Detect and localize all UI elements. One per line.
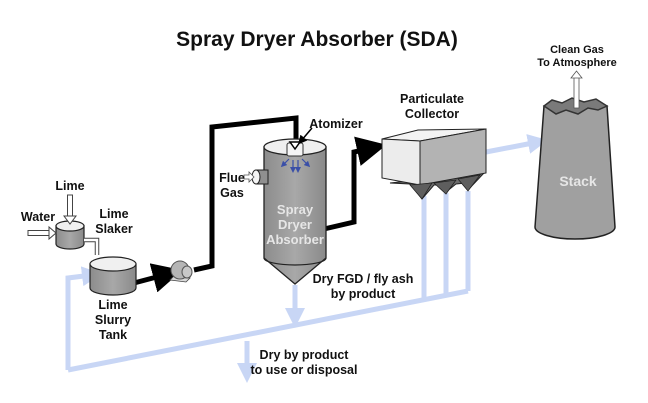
spray-arrows [280,158,311,173]
lime-label: Lime [55,179,84,193]
water-label: Water [21,210,55,224]
flue-gas-label-2: Gas [220,186,244,200]
recycle-lines [65,134,548,383]
dry-fgd-label-2: by product [331,287,396,301]
slurry-pump[interactable] [169,260,193,283]
lime-slaker-label-1: Lime [99,207,128,221]
sda-label-2: Dryer [278,217,312,232]
atomizer-label: Atomizer [309,117,363,131]
diagram-title: Spray Dryer Absorber (SDA) [176,28,458,51]
dry-by-product-label-1: Dry by product [260,348,350,362]
lime-input-arrow [63,194,77,225]
clean-gas-arrow [570,70,583,109]
process-lines [133,115,387,293]
lime-slaker-label-2: Slaker [95,222,133,236]
lime-slaker[interactable] [55,220,85,250]
lime-slurry-tank-label-3: Tank [99,328,127,342]
collector-label-2: Collector [405,107,459,121]
slurry-to-pump-line [133,263,183,293]
clean-gas-label-1: Clean Gas [550,44,604,56]
dry-fgd-label-1: Dry FGD / fly ash [313,272,414,286]
atomizer-pointer [298,127,313,145]
lime-slurry-tank[interactable] [89,256,137,296]
lime-slurry-tank-label-2: Slurry [95,313,131,327]
sda-label-3: Absorber [266,232,324,247]
slurry-to-atomizer-line [193,115,299,273]
recycle-header-line [67,288,469,373]
slaker-to-tank-arrow [84,237,100,255]
clean-gas-label-2: To Atmosphere [537,57,616,69]
stack-label: Stack [559,173,597,189]
particulate-collector[interactable] [381,128,487,200]
dry-by-product-label-2: to use or disposal [251,363,358,377]
flue-gas-label-1: Flue [219,171,245,185]
lime-slurry-tank-label-1: Lime [98,298,127,312]
stack[interactable] [534,97,616,240]
flue-gas-inlet[interactable] [251,169,269,185]
water-input-arrow [27,225,57,241]
sda-to-collector-line [323,136,387,232]
collector-label-1: Particulate [400,92,464,106]
recycle-return-line [65,266,102,370]
flue-gas-arrow [243,171,255,183]
sda-label-1: Spray [277,202,314,217]
collector-to-stack-line [485,134,548,155]
atomizer[interactable] [286,141,304,157]
